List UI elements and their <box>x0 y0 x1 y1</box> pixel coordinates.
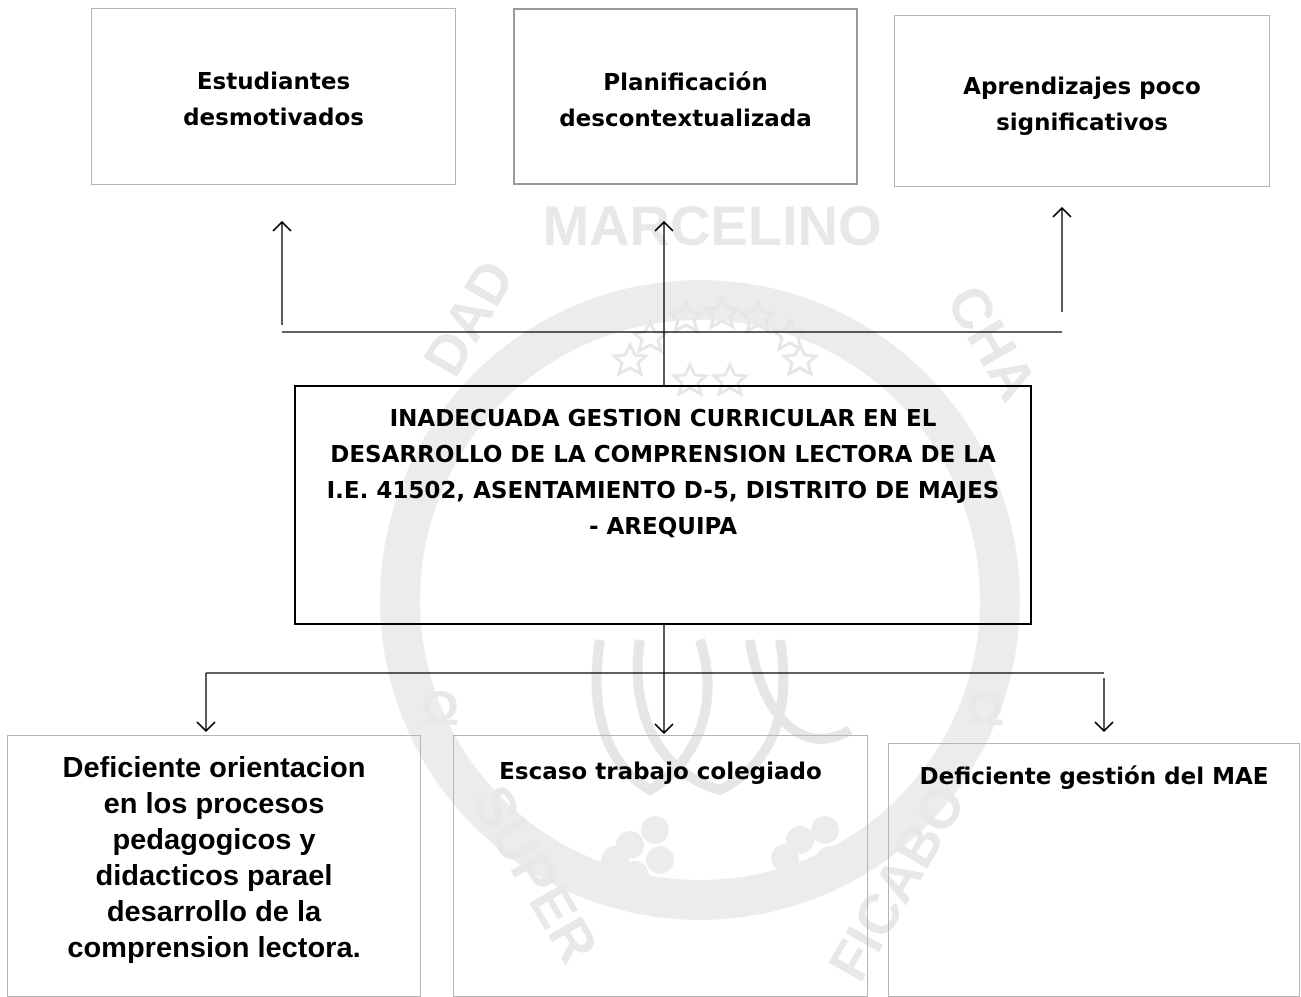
watermark-flowers <box>601 816 844 889</box>
cause-label-1: Deficiente orientacion en los procesos p… <box>62 752 366 964</box>
cause-box-2: Escaso trabajo colegiado <box>453 735 868 997</box>
causes-connectors <box>196 625 1114 735</box>
central-problem-text: INADECUADA GESTION CURRICULAR EN EL DESA… <box>326 406 1000 540</box>
watermark-omega-left: Ω <box>421 683 459 736</box>
effect-label-2: Planificación descontextualizada <box>559 70 812 132</box>
cause-box-1: Deficiente orientacion en los procesos p… <box>7 735 421 997</box>
effect-label-3: Aprendizajes poco significativos <box>963 74 1201 136</box>
effects-connectors <box>272 206 1072 385</box>
cause-label-3: Deficiente gestión del MAE <box>919 764 1269 790</box>
watermark-stars <box>610 294 820 398</box>
central-problem-box: INADECUADA GESTION CURRICULAR EN EL DESA… <box>294 385 1032 625</box>
effect-box-2: Planificación descontextualizada <box>513 8 858 185</box>
watermark-omega-right: Ω <box>966 683 1004 736</box>
effect-box-1: Estudiantes desmotivados <box>91 8 456 185</box>
cause-label-2: Escaso trabajo colegiado <box>499 759 822 785</box>
watermark-emblem <box>591 638 853 796</box>
watermark-top-text: MARCELINO <box>542 194 881 257</box>
effect-label-1: Estudiantes desmotivados <box>183 69 364 131</box>
effect-box-3: Aprendizajes poco significativos <box>894 15 1270 187</box>
cause-box-3: Deficiente gestión del MAE <box>888 743 1300 997</box>
